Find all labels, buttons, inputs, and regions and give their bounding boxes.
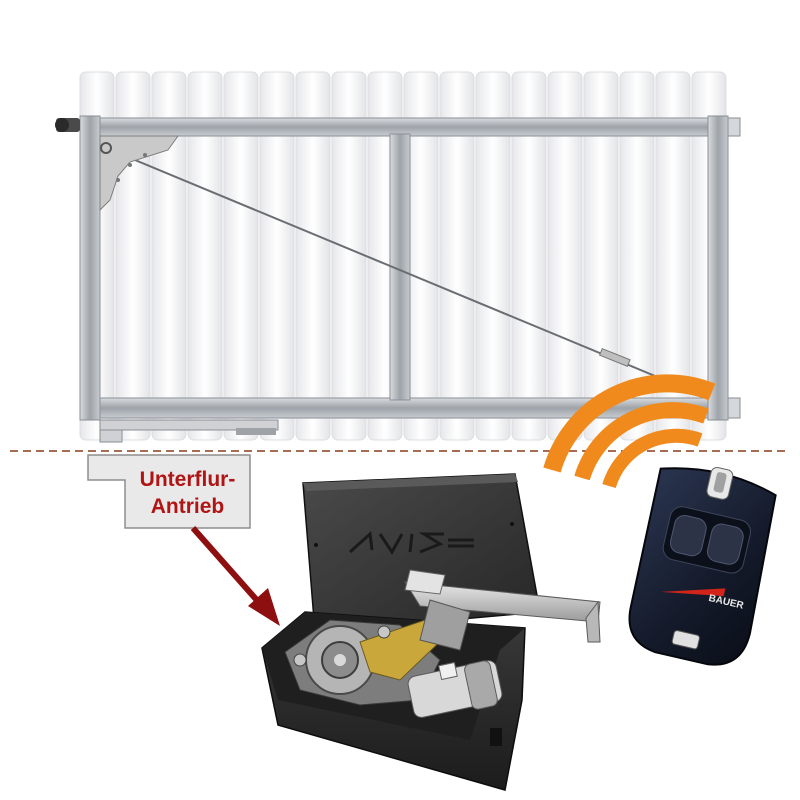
remote-button-right [706,523,744,565]
gate-frame [55,115,741,443]
underground-motor-icon [261,473,601,791]
gate-left-post [79,115,101,421]
fence-board [295,71,331,441]
fence-board [511,71,547,441]
gate-top-rail [79,117,731,137]
motor-box-logo [348,530,474,555]
signal-waves-icon [543,374,716,489]
remote-control-icon: BAUER [628,466,777,666]
fence-board [475,71,511,441]
motor-arm [404,569,601,651]
remote-button-left [669,514,707,557]
callout-label: Unterflur- Antrieb [125,458,250,528]
fence-board [187,71,223,441]
corner-bracket [99,135,179,212]
callout-line-2: Antrieb [150,495,225,518]
arrow-icon [190,526,280,626]
gate-right-post [707,115,729,421]
callout-line-1: Unterflur- [139,468,236,491]
gate-hinge-icon [55,118,80,132]
underground-housing [87,454,251,529]
fence-boards [79,71,727,441]
fence-board [259,71,295,441]
fence-board [151,71,187,441]
fence-board [439,71,475,441]
fence-board [223,71,259,441]
